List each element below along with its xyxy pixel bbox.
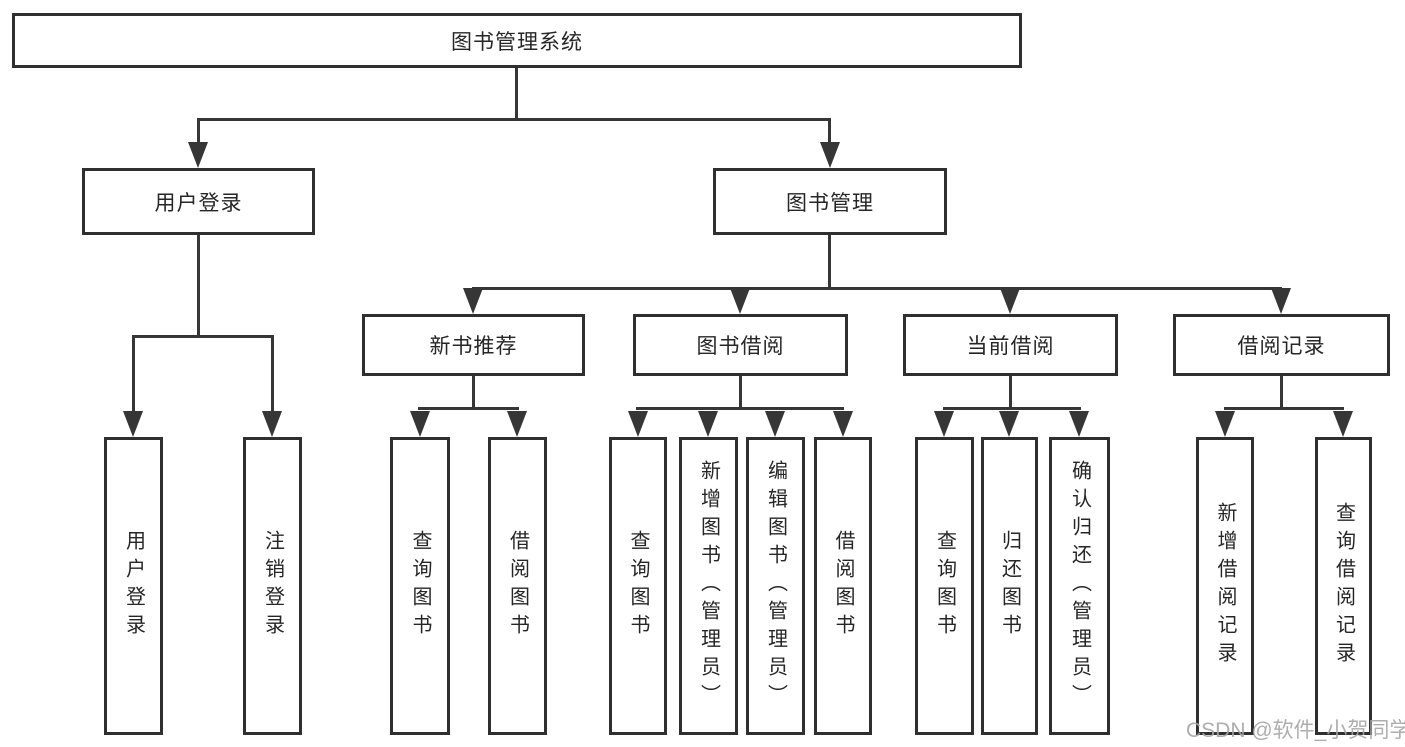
leaf-add-borrow-record: 新增借阅记录 [1196, 437, 1254, 735]
arrow-down-icon [262, 411, 282, 437]
connector-stem [739, 376, 742, 407]
arrow-down-icon [507, 411, 527, 437]
arrow-down-icon [1215, 411, 1235, 437]
arrow-down-icon [1000, 288, 1020, 314]
arrow-down-icon [188, 142, 208, 168]
connector-stem [828, 235, 831, 287]
connector-drop [271, 335, 274, 412]
leaf-query-borrow-record: 查询借阅记录 [1315, 437, 1372, 735]
arrow-down-icon [765, 411, 785, 437]
node-library-system: 图书管理系统 [12, 13, 1022, 68]
leaf-query-books-current: 查询图书 [915, 437, 974, 735]
leaf-confirm-return-admin: 确认归还（管理员） [1049, 437, 1110, 735]
node-label: 用户登录 [154, 191, 243, 215]
leaf-return-books: 归还图书 [981, 437, 1038, 735]
node-label: 确认归还（管理员） [1068, 460, 1091, 712]
arrow-down-icon [833, 411, 853, 437]
node-label: 用户登录 [122, 530, 145, 642]
leaf-query-books-borrow: 查询图书 [609, 437, 667, 735]
node-label: 借阅图书 [832, 530, 854, 642]
leaf-user-login: 用户登录 [104, 437, 163, 735]
node-label: 注销登录 [261, 530, 284, 642]
arrow-down-icon [628, 411, 648, 437]
node-label: 借阅图书 [506, 530, 529, 642]
node-book-borrow: 图书借阅 [633, 314, 848, 376]
arrow-down-icon [410, 411, 430, 437]
node-label: 图书借阅 [696, 335, 785, 358]
leaf-query-books-recommend: 查询图书 [390, 437, 450, 735]
connector-bus [418, 407, 519, 410]
arrow-down-icon [934, 411, 954, 437]
node-label: 查询图书 [627, 530, 649, 642]
arrow-down-icon [1069, 411, 1089, 437]
connector-drop [828, 118, 831, 144]
connector-stem [472, 376, 475, 407]
node-label: 查询图书 [409, 530, 431, 642]
node-label: 查询借阅记录 [1332, 502, 1355, 670]
node-label: 查询图书 [933, 530, 956, 642]
arrow-down-icon [698, 411, 718, 437]
arrow-down-icon [1333, 411, 1353, 437]
node-label: 借阅记录 [1237, 335, 1326, 358]
leaf-logout: 注销登录 [243, 437, 302, 735]
leaf-edit-books-admin: 编辑图书（管理员） [746, 437, 805, 735]
arrow-down-icon [730, 288, 750, 314]
connector-bus [943, 407, 1081, 410]
connector-stem [1280, 376, 1283, 407]
connector-stem [1009, 376, 1012, 407]
arrow-down-icon [463, 288, 483, 314]
node-new-book-recommend: 新书推荐 [362, 314, 585, 376]
node-label: 图书管理系统 [451, 30, 583, 54]
connector-drop [197, 118, 200, 144]
node-label: 编辑图书（管理员） [764, 460, 787, 712]
connector-bus [132, 335, 274, 338]
node-book-management: 图书管理 [713, 168, 947, 235]
connector-drop [132, 335, 135, 412]
node-label: 归还图书 [998, 530, 1021, 642]
node-label: 当前借阅 [966, 335, 1055, 358]
node-label: 新增借阅记录 [1214, 502, 1236, 670]
arrow-down-icon [1271, 288, 1291, 314]
csdn-watermark: CSDN @软件_小贺同学 [1186, 719, 1405, 742]
connector-stem [515, 68, 518, 118]
connector-bus [636, 407, 844, 410]
leaf-borrow-books-recommend: 借阅图书 [488, 437, 547, 735]
node-current-borrow: 当前借阅 [903, 314, 1118, 376]
arrow-down-icon [123, 411, 143, 437]
node-label: 新增图书（管理员） [697, 460, 720, 712]
connector-bus [197, 118, 831, 121]
node-user-login: 用户登录 [82, 168, 315, 235]
leaf-borrow-books: 借阅图书 [814, 437, 872, 735]
connector-bus [472, 287, 1282, 290]
arrow-down-icon [820, 142, 840, 168]
leaf-add-books-admin: 新增图书（管理员） [679, 437, 738, 735]
connector-stem [197, 235, 200, 335]
node-borrow-records: 借阅记录 [1173, 314, 1390, 376]
arrow-down-icon [999, 411, 1019, 437]
connector-bus [1224, 407, 1344, 410]
node-label: 新书推荐 [429, 335, 518, 358]
node-label: 图书管理 [786, 191, 874, 215]
